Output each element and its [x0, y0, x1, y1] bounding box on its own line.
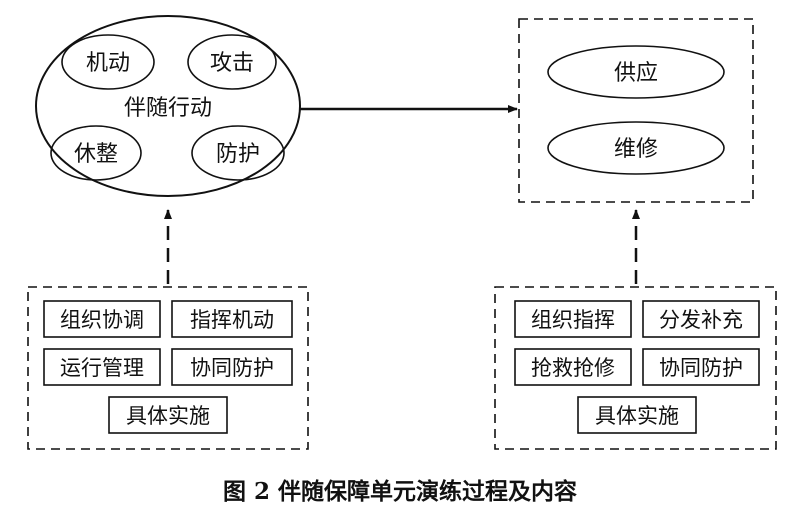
accompany-action-ellipse [35, 15, 301, 197]
rest-label: 休整 [74, 142, 118, 167]
right-drill-dashed-box [494, 286, 777, 450]
distribute-replenish-box [642, 300, 760, 338]
right-drill-group: 组织指挥 分发补充 抢救抢修 协同防护 具体实施 [494, 286, 777, 450]
command-maneuver-label: 指挥机动 [190, 308, 274, 332]
accompany-action-label: 伴随行动 [124, 96, 212, 121]
figure-caption: 图 2 伴随保障单元演练过程及内容 [223, 478, 577, 505]
implementation-label: 具体实施 [126, 404, 210, 428]
implementation-box [108, 396, 228, 434]
repair-oval [547, 121, 725, 175]
supply-label: 供应 [614, 61, 658, 86]
protection-label: 防护 [216, 142, 260, 167]
organize-command-box [514, 300, 632, 338]
coordinated-protection-right-label: 协同防护 [659, 356, 743, 380]
coordinated-protection-box [171, 348, 293, 386]
rest-oval [50, 125, 142, 181]
coordinated-protection-right-box [642, 348, 760, 386]
support-group: 供应 维修 [518, 18, 754, 203]
organize-command-label: 组织指挥 [531, 308, 615, 332]
organize-coordinate-box [43, 300, 161, 338]
organize-coordinate-label: 组织协调 [60, 308, 144, 332]
attack-label: 攻击 [210, 51, 254, 76]
operation-management-label: 运行管理 [60, 356, 144, 380]
attack-oval [187, 34, 277, 90]
accompany-action-group: 机动 攻击 伴随行动 休整 防护 [35, 15, 301, 197]
left-drill-dashed-box [27, 286, 309, 450]
operation-management-box [43, 348, 161, 386]
maneuver-label: 机动 [86, 51, 130, 76]
implementation-right-label: 具体实施 [595, 404, 679, 428]
maneuver-oval [61, 34, 155, 90]
rescue-repair-label: 抢救抢修 [531, 356, 615, 380]
repair-label: 维修 [614, 137, 658, 162]
support-dashed-box [518, 18, 754, 203]
supply-oval [547, 45, 725, 99]
protection-oval [191, 125, 285, 181]
implementation-right-box [577, 396, 697, 434]
left-drill-group: 组织协调 指挥机动 运行管理 协同防护 具体实施 [27, 286, 309, 450]
coordinated-protection-label: 协同防护 [190, 356, 274, 380]
rescue-repair-box [514, 348, 632, 386]
distribute-replenish-label: 分发补充 [659, 308, 743, 332]
command-maneuver-box [171, 300, 293, 338]
